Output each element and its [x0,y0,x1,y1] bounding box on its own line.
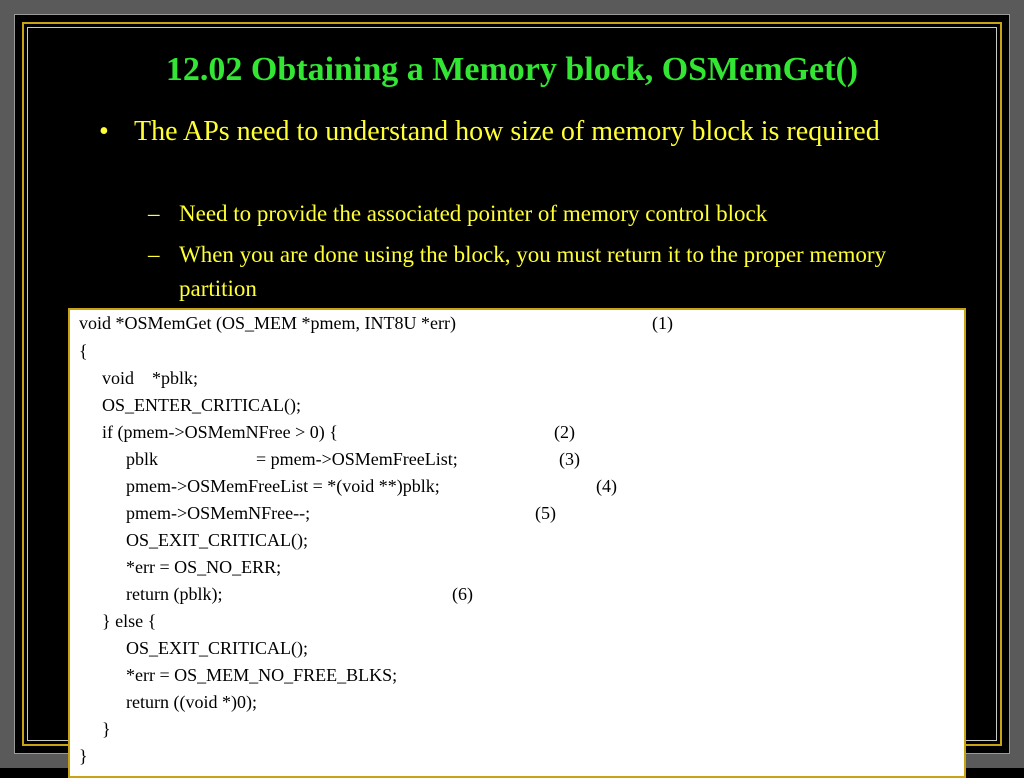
slide-title: 12.02 Obtaining a Memory block, OSMemGet… [165,51,859,88]
code-line-note: (6) [452,584,473,604]
code-line-note: (4) [596,476,617,496]
code-line: if (pmem->OSMemNFree > 0) { [102,422,338,442]
code-line: *err = OS_NO_ERR; [126,557,282,577]
sub-bullet-mark: – [148,201,160,226]
code-text: pblk; [402,476,440,496]
sub-bullet-text: When you are done using the block, you m… [179,242,887,301]
code-line-note: (5) [535,503,556,523]
bullet-text: The APs need to understand how size of m… [134,116,880,147]
code-line: OS_EXIT_CRITICAL(); [126,638,308,658]
sub-bullet-mark: – [148,242,160,267]
code-line-note: (2) [554,422,575,442]
code-line: } else { [102,611,157,631]
code-line: void *pblk; [102,368,199,388]
code-line-part: = pmem->OSMemFreeList; [256,449,458,469]
code-line: return (pblk); [126,584,223,604]
bullet-mark: • [99,116,109,147]
code-highlight: *(void **) [327,476,403,496]
code-line: } [102,719,111,739]
code-line-note: (3) [559,449,580,469]
code-line: return ((void *)0); [126,692,257,712]
code-line: OS_EXIT_CRITICAL(); [126,530,308,550]
code-line: } [79,746,88,766]
code-line: pblk [126,449,159,469]
sub-bullet-text: Need to provide the associated pointer o… [179,201,768,226]
code-line: { [79,341,88,361]
code-text: pmem->OSMemFreeList = [126,476,328,496]
code-line: pmem->OSMemFreeList = *(void **)pblk; [126,475,440,497]
code-listing: void *OSMemGet (OS_MEM *pmem, INT8U *err… [68,308,966,778]
code-line: pmem->OSMemNFree--; [126,503,311,523]
code-line-note: (1) [652,313,673,333]
code-line: OS_ENTER_CRITICAL(); [102,395,301,415]
code-line: *err = OS_MEM_NO_FREE_BLKS; [126,665,398,685]
code-line: void *OSMemGet (OS_MEM *pmem, INT8U *err… [79,313,456,333]
